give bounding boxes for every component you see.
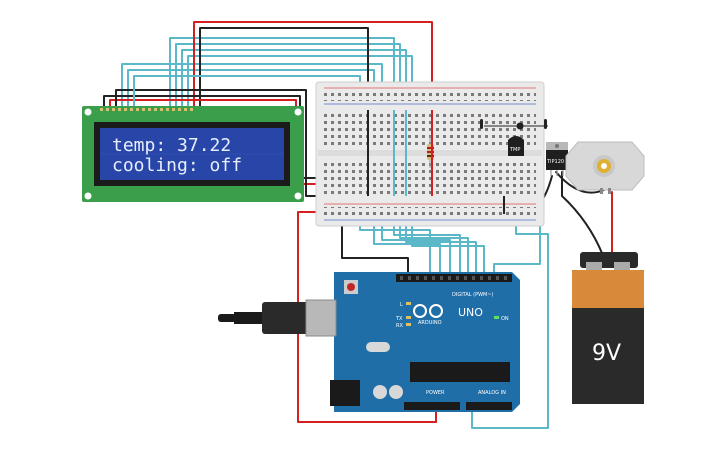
- lcd-mount-hole: [84, 108, 92, 116]
- digital-header: [396, 274, 512, 282]
- usb-port: [305, 299, 337, 337]
- wire-black-to-gnd[interactable]: [341, 211, 409, 276]
- digital-header-pins: [400, 276, 507, 280]
- transistor-tip120[interactable]: TIP120: [546, 142, 568, 176]
- power-label: POWER: [426, 390, 445, 396]
- on-label: ON: [501, 316, 509, 322]
- led-rx-label: RX: [396, 323, 403, 329]
- holes-rail-top: [324, 91, 536, 101]
- slider-handle[interactable]: [516, 122, 524, 130]
- svg-text:TIP120: TIP120: [546, 159, 564, 165]
- breadboard[interactable]: TMP: [315, 81, 548, 227]
- lcd-mount-hole: [294, 108, 302, 116]
- lcd-line-1: temp: 37.22: [112, 135, 231, 156]
- wire-teal-analog[interactable]: [471, 214, 549, 429]
- lcd-mount-hole: [84, 192, 92, 200]
- thermometer-hot-icon: [544, 119, 547, 129]
- arduino-brand: ARDUINO: [418, 320, 442, 326]
- wire-lcd-red-top[interactable]: [193, 21, 433, 111]
- lcd-module[interactable]: temp: 37.22 cooling: off: [82, 106, 304, 202]
- holes-rail-bottom: [324, 207, 536, 217]
- analog-header: [466, 402, 512, 410]
- dc-motor[interactable]: [565, 141, 645, 194]
- arduino-logo-icon: [413, 304, 443, 318]
- lcd-header-pins: [100, 108, 193, 111]
- led-l-label: L: [400, 302, 403, 308]
- digital-label: DIGITAL (PWM~): [452, 292, 494, 298]
- arduino-model: UNO: [458, 306, 483, 319]
- wire-black-battery[interactable]: [561, 171, 605, 259]
- wire-lcd-black-top[interactable]: [199, 27, 369, 111]
- usb-cable: [218, 302, 308, 334]
- led-tx-label: TX: [395, 316, 403, 322]
- temperature-slider[interactable]: [480, 119, 548, 130]
- power-header: [404, 402, 460, 410]
- battery-terminal: [614, 262, 630, 270]
- thermometer-cold-icon: [480, 119, 483, 129]
- atmega-chip: [410, 362, 510, 382]
- battery-9v[interactable]: 9V: [572, 252, 644, 404]
- arduino-uno[interactable]: DIGITAL (PWM~) ARDUINO UNO L TX RX ON PO…: [218, 272, 520, 412]
- battery-label: 9V: [592, 341, 621, 366]
- lcd-mount-hole: [294, 192, 302, 200]
- battery-terminal: [586, 262, 602, 270]
- analog-label: ANALOG IN: [478, 390, 506, 396]
- svg-text:TMP: TMP: [509, 147, 520, 153]
- lcd-line-2: cooling: off: [112, 155, 242, 176]
- power-jack: [330, 380, 360, 406]
- temperature-sensor[interactable]: TMP: [508, 136, 524, 156]
- wire-red-to-5v[interactable]: [297, 211, 437, 423]
